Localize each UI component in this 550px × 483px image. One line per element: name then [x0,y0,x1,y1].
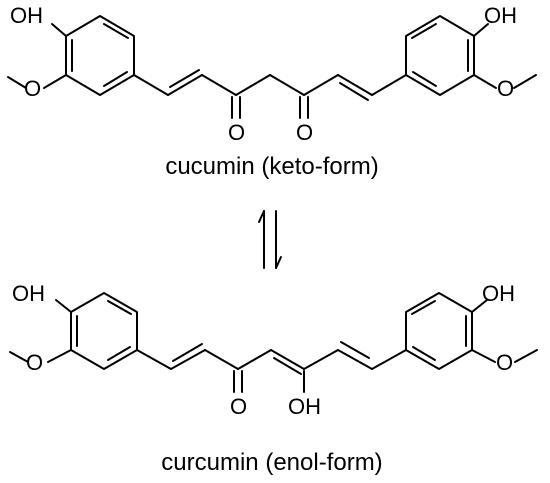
enol-caption: curcumin (enol-form) [161,449,382,476]
enol-chain [136,341,407,393]
keto-left-methyl-bond [7,76,27,89]
enol-right-oh-bond [471,299,488,313]
enol-right-ome-bond [471,349,496,363]
keto-right-oh-bond [473,23,489,37]
enol-right-methoxy-o: O [496,350,513,375]
enol-left-oh-bond [55,299,72,313]
keto-right-methyl-bond [513,74,537,89]
keto-right-ring [405,15,475,96]
keto-right-methoxy-o: O [497,76,514,101]
enol-right-ring [405,292,473,370]
keto-structure: OH O OH O O O cucumin (keto-form) [7,3,537,180]
keto-caption: cucumin (keto-form) [165,153,378,180]
enol-left-methoxy-o: O [26,350,43,375]
enol-hydroxyl-label: OH [288,394,321,419]
enol-right-oh-label: OH [482,281,515,306]
keto-right-oh-label: OH [484,3,517,28]
enol-left-ring [70,292,138,370]
enol-left-oh-label: OH [12,281,45,306]
keto-carbonyl-o-left: O [228,120,245,145]
enol-left-ome-bond [47,349,72,363]
enol-right-methyl-bond [514,349,538,363]
keto-left-oh-bond [51,23,67,37]
keto-right-ome-bond [473,74,497,89]
keto-carbonyl-o-right: O [296,120,313,145]
keto-left-ring [65,15,135,96]
keto-left-ome-bond [43,74,67,89]
enol-structure: OH O OH O O OH curcumin (enol-form) [9,281,538,476]
keto-left-oh-label: OH [10,3,43,28]
equilibrium-arrows [258,210,282,269]
keto-left-methoxy-o: O [24,76,41,101]
keto-chain [133,69,407,119]
enol-left-methyl-bond [9,351,29,363]
enol-carbonyl-o: O [230,394,247,419]
